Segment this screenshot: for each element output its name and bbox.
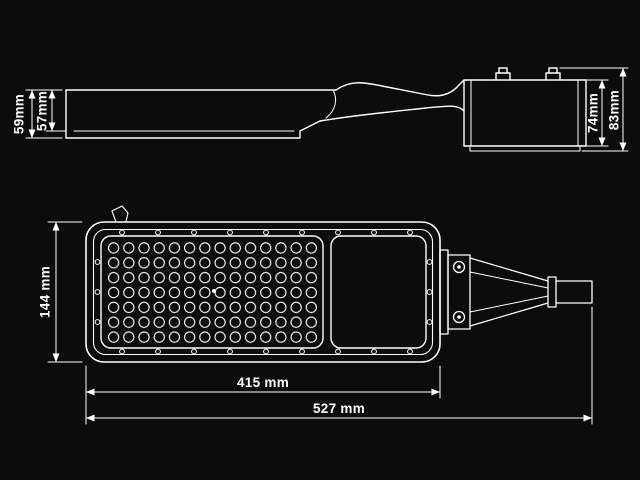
mounting-bracket-plan bbox=[439, 249, 471, 335]
screw bbox=[263, 348, 269, 355]
side-view-labels: 59mm 57mm 74mm 83mm bbox=[12, 90, 622, 134]
screw bbox=[94, 319, 101, 325]
mounting-arm-plan bbox=[469, 257, 593, 327]
screw bbox=[426, 319, 433, 325]
top-clip bbox=[111, 205, 129, 223]
led-panel bbox=[100, 235, 324, 349]
screw bbox=[299, 229, 305, 236]
side-view-dimensions bbox=[25, 67, 629, 152]
bracket-bolt-center bbox=[457, 265, 461, 269]
screw bbox=[407, 229, 413, 236]
screw bbox=[371, 348, 377, 355]
screw bbox=[299, 348, 305, 355]
center-mark bbox=[212, 289, 216, 293]
screw bbox=[426, 289, 433, 295]
screw bbox=[119, 348, 125, 355]
mounting-bracket-profile bbox=[463, 67, 587, 152]
side-view: 59mm 57mm 74mm 83mm bbox=[12, 67, 629, 152]
housing-inner-outline bbox=[92, 228, 434, 356]
bracket-bolt bbox=[452, 260, 466, 274]
dim-label-74mm: 74mm bbox=[586, 93, 601, 133]
arm-rib-bottom bbox=[469, 295, 549, 313]
head-left-and-bottom-edge bbox=[65, 89, 321, 139]
driver-cover bbox=[330, 235, 427, 349]
lamp-head-profile bbox=[65, 89, 337, 139]
bracket-bolt-center bbox=[457, 315, 461, 319]
dim-label-83mm: 83mm bbox=[607, 90, 622, 130]
screw bbox=[407, 348, 413, 355]
bracket-plate bbox=[447, 254, 471, 330]
screw bbox=[227, 348, 233, 355]
pole-spigot bbox=[555, 280, 593, 304]
screw bbox=[191, 229, 197, 236]
screw bbox=[94, 289, 101, 295]
head-arm-crease bbox=[325, 89, 337, 119]
arm-taper-bottom bbox=[469, 302, 549, 327]
screw bbox=[155, 229, 161, 236]
plan-view-dimensions bbox=[47, 221, 593, 425]
dim-label-59mm: 59mm bbox=[12, 94, 27, 134]
plan-view: 144 mm 415 mm 527 mm bbox=[38, 205, 593, 425]
arm-taper-top bbox=[469, 257, 549, 282]
bracket-bolt-right bbox=[545, 67, 561, 81]
arm-collar bbox=[547, 276, 557, 308]
frame-screws bbox=[94, 229, 433, 355]
lens-outline bbox=[100, 235, 324, 349]
screw bbox=[94, 259, 101, 265]
bracket-body bbox=[463, 79, 587, 147]
screw bbox=[263, 229, 269, 236]
screw bbox=[191, 348, 197, 355]
arm-top-curve bbox=[335, 79, 465, 97]
screw bbox=[227, 229, 233, 236]
mounting-arm-profile bbox=[319, 79, 465, 122]
screw bbox=[426, 259, 433, 265]
dim-label-144mm: 144 mm bbox=[38, 266, 53, 318]
arm-rib-top bbox=[469, 271, 549, 289]
screw bbox=[371, 229, 377, 236]
bracket-bolt bbox=[452, 310, 466, 324]
dim-label-415mm: 415 mm bbox=[237, 375, 289, 390]
screw bbox=[155, 348, 161, 355]
plan-view-labels: 144 mm 415 mm 527 mm bbox=[38, 266, 365, 416]
screw bbox=[335, 229, 341, 236]
arm-bottom-curve bbox=[319, 105, 465, 122]
screw bbox=[119, 229, 125, 236]
bracket-bottom-lip bbox=[469, 145, 581, 152]
dim-label-527mm: 527 mm bbox=[313, 401, 365, 416]
bracket-bolt-left bbox=[495, 67, 511, 81]
led-array bbox=[106, 240, 319, 345]
bracket-strip bbox=[439, 249, 449, 335]
dim-label-57mm: 57mm bbox=[35, 91, 50, 131]
screw bbox=[335, 348, 341, 355]
